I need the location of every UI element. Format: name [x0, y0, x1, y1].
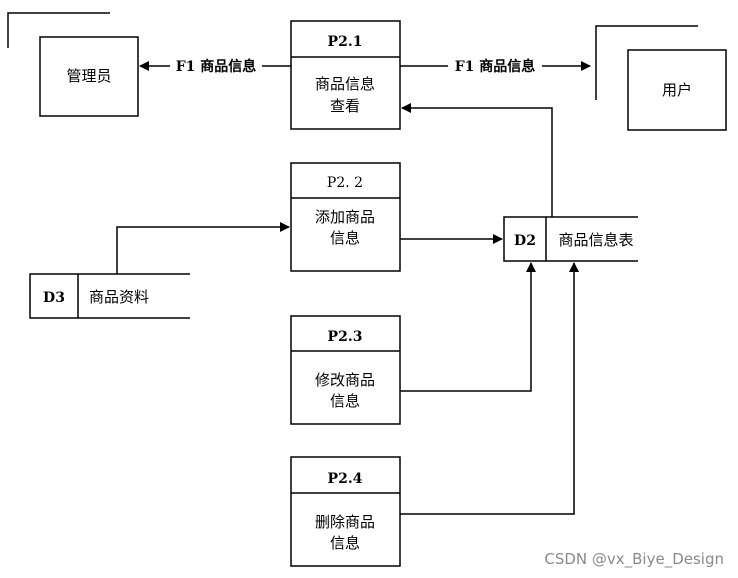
process-p2-3-id: P2.3 [328, 329, 363, 345]
entity-user-shadow [595, 25, 698, 100]
process-p2-3: P2.3 修改商品 信息 [290, 315, 401, 425]
process-p2-1-id: P2.1 [328, 34, 363, 50]
process-p2-1: P2.1 商品信息 查看 [290, 20, 401, 130]
data-store-d3: D3 商品资料 [29, 273, 190, 319]
external-entity-user: 用户 [595, 25, 727, 131]
flow-p2-4-to-d2 [400, 262, 579, 515]
flow-p2-1-to-user: F1 商品信息 [400, 58, 591, 75]
entity-admin-label: 管理员 [66, 67, 111, 85]
external-entity-admin: 管理员 [7, 12, 139, 117]
flow-p2-1-to-admin: F1 商品信息 [139, 58, 291, 75]
process-p2-3-name-line1: 修改商品 [315, 371, 375, 389]
data-store-d2-id: D2 [514, 233, 536, 249]
data-store-d2-name: 商品信息表 [558, 231, 633, 249]
process-p2-1-name-line2: 查看 [330, 97, 360, 115]
process-p2-2: P2. 2 添加商品 信息 [290, 162, 401, 272]
data-store-d3-id: D3 [43, 290, 65, 306]
process-p2-2-name-line1: 添加商品 [315, 208, 375, 226]
process-p2-2-name-line2: 信息 [330, 229, 360, 247]
process-p2-4-id: P2.4 [328, 471, 363, 487]
entity-user-label: 用户 [662, 81, 692, 99]
process-p2-3-box [290, 315, 401, 425]
entity-user-box [627, 49, 727, 131]
data-store-d3-name: 商品资料 [89, 288, 149, 306]
flow-to-user-label: F1 商品信息 [455, 58, 536, 75]
process-p2-4-name-line2: 信息 [330, 534, 360, 552]
flow-d2-to-p2-1 [401, 103, 553, 217]
data-store-d2-outline [503, 216, 638, 262]
process-p2-2-box [290, 162, 401, 272]
process-p2-4-box [290, 456, 401, 567]
process-p2-2-id: P2. 2 [327, 175, 363, 191]
data-store-d3-outline [29, 273, 190, 319]
flow-d3-to-p2-2 [116, 222, 290, 274]
process-p2-4: P2.4 删除商品 信息 [290, 456, 401, 567]
data-store-d2: D2 商品信息表 [503, 216, 638, 262]
watermark-text: CSDN @vx_Biye_Design [544, 550, 724, 568]
process-p2-4-name-line1: 删除商品 [315, 513, 375, 531]
entity-admin-shadow [7, 12, 110, 48]
entity-admin-box [39, 36, 139, 117]
flow-p2-3-to-d2 [400, 262, 536, 392]
process-p2-1-box [290, 20, 401, 130]
flow-to-admin-label: F1 商品信息 [176, 58, 257, 75]
process-p2-1-name-line1: 商品信息 [315, 75, 375, 93]
process-p2-3-name-line2: 信息 [330, 392, 360, 410]
